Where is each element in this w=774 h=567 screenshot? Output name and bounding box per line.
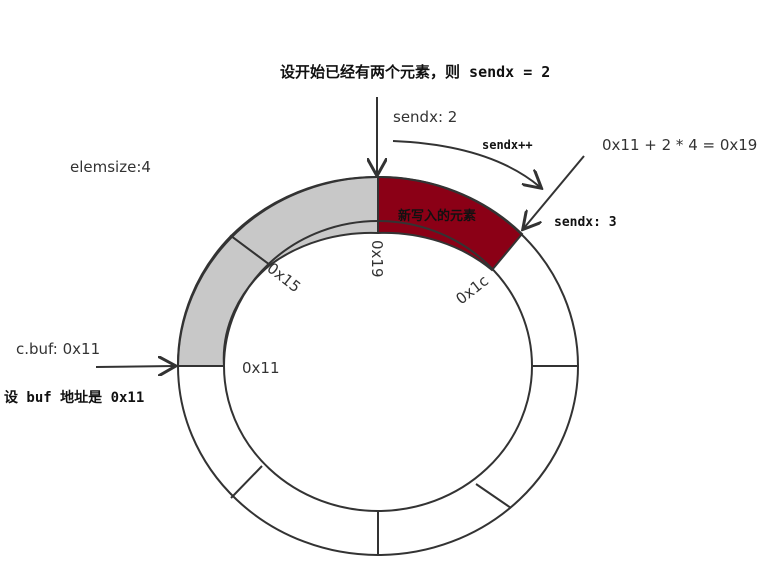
sendx-increment-label: sendx++ [482, 138, 533, 152]
cbuf-label: c.buf: 0x11 [16, 340, 100, 358]
slot-address-0x15: 0x15 [264, 259, 305, 296]
sendx-before-label: sendx: 2 [393, 108, 457, 126]
slot-filled-left [176, 234, 272, 367]
slot-address-0x1c: 0x1c [452, 272, 492, 308]
slot-address-0x11: 0x11 [242, 359, 280, 377]
buf-address-note: 设 buf 地址是 0x11 [4, 389, 144, 406]
slot-address-0x19: 0x19 [368, 240, 386, 278]
divider [230, 465, 263, 499]
cbuf-arrow [95, 366, 174, 367]
address-formula: 0x11 + 2 * 4 = 0x19 [602, 136, 757, 154]
title-note: 设开始已经有两个元素，则 sendx = 2 [280, 63, 550, 81]
sendx-increment-arrow [392, 140, 540, 187]
elemsize-label: elemsize:4 [70, 158, 151, 176]
sendx-after-label: sendx: 3 [554, 215, 617, 230]
divider [475, 483, 512, 509]
formula-arrow [524, 155, 585, 228]
new-element-label: 新写入的元素 [398, 208, 476, 224]
